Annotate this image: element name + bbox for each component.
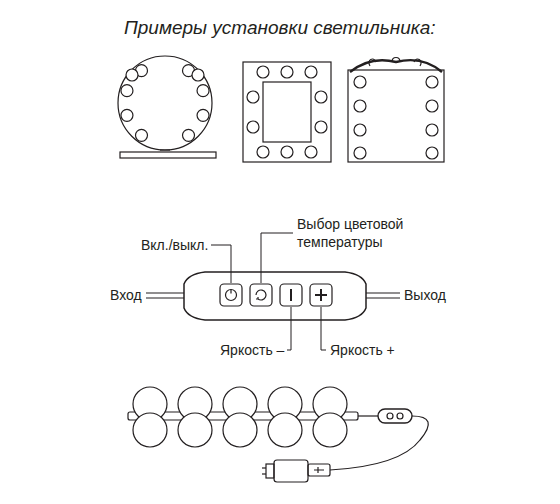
bulb: [126, 69, 138, 81]
bulb: [247, 121, 259, 133]
bulb: [354, 76, 366, 88]
bulb: [281, 66, 293, 78]
bulb: [133, 413, 167, 447]
bulb-group: [247, 66, 327, 158]
bulb-group: [133, 387, 347, 447]
bulb: [281, 146, 293, 158]
title: Примеры установки светильника:: [124, 16, 436, 40]
bulb-group: [354, 76, 438, 159]
bulb: [192, 69, 204, 81]
bulb: [315, 91, 327, 103]
bulb: [426, 147, 438, 159]
callout-label: Вход: [110, 286, 142, 304]
bulb: [426, 76, 438, 88]
bulb: [354, 124, 366, 136]
bulb: [354, 100, 366, 112]
callout-label: Выход: [404, 286, 446, 304]
bulb: [135, 129, 147, 141]
bulb: [315, 121, 327, 133]
bulb: [268, 413, 302, 447]
bulb: [313, 413, 347, 447]
bulb: [426, 124, 438, 136]
bulb: [183, 129, 195, 141]
callout-label: Вкл./выкл.: [141, 236, 208, 254]
frame-mirror: [243, 62, 331, 162]
bulb: [197, 109, 209, 121]
bulb: [257, 66, 269, 78]
controller: [146, 272, 400, 320]
bulb: [305, 66, 317, 78]
bulb: [354, 147, 366, 159]
callout-label: Яркость +: [330, 341, 395, 359]
bulb: [178, 413, 212, 447]
bulb: [121, 85, 133, 97]
callout-label: Яркость –: [220, 341, 284, 359]
bulb: [197, 85, 209, 97]
callout-label: Выбор цветовой температуры: [297, 215, 417, 251]
bulb: [305, 146, 317, 158]
bulb: [257, 146, 269, 158]
ornate-mirror: [348, 58, 444, 163]
bulb-group: [121, 65, 209, 142]
round-mirror: [118, 56, 216, 158]
bulb: [121, 109, 133, 121]
bulb: [426, 100, 438, 112]
cable-and-adapter: [262, 409, 428, 482]
leader-lines: [211, 233, 326, 350]
bulb: [247, 91, 259, 103]
bulb: [223, 413, 257, 447]
